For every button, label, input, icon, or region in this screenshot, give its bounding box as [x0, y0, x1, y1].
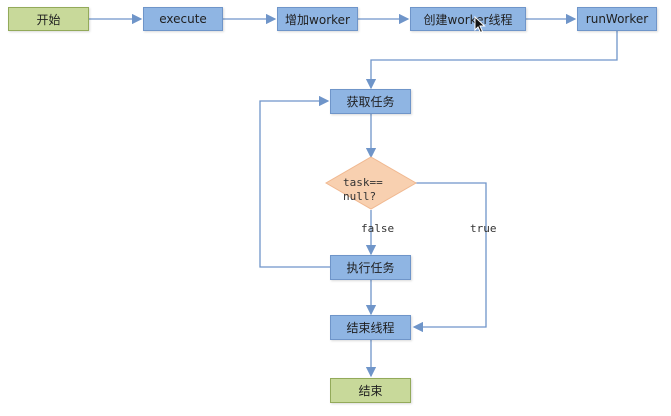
node-create-worker-thread: 创建worker线程 — [410, 7, 526, 31]
edge-runworker-gettask — [365, 30, 618, 90]
node-execute-task: 执行任务 — [330, 255, 411, 280]
edge-executetask-loop — [259, 95, 330, 268]
node-end-thread: 结束线程 — [330, 315, 411, 340]
edge-label-true: true — [470, 222, 497, 235]
node-end: 结束 — [330, 378, 411, 403]
node-execute: execute — [143, 7, 223, 31]
mouse-cursor-icon — [474, 16, 486, 34]
edge-decision-endthread — [412, 182, 487, 333]
edge-label-false: false — [361, 222, 395, 235]
node-start: 开始 — [8, 7, 89, 31]
node-get-task: 获取任务 — [330, 89, 411, 114]
node-add-worker: 增加worker — [277, 7, 358, 31]
decision-diamond — [325, 156, 417, 210]
node-run-worker: runWorker — [577, 7, 657, 31]
decision-label: task==null? — [343, 176, 383, 203]
